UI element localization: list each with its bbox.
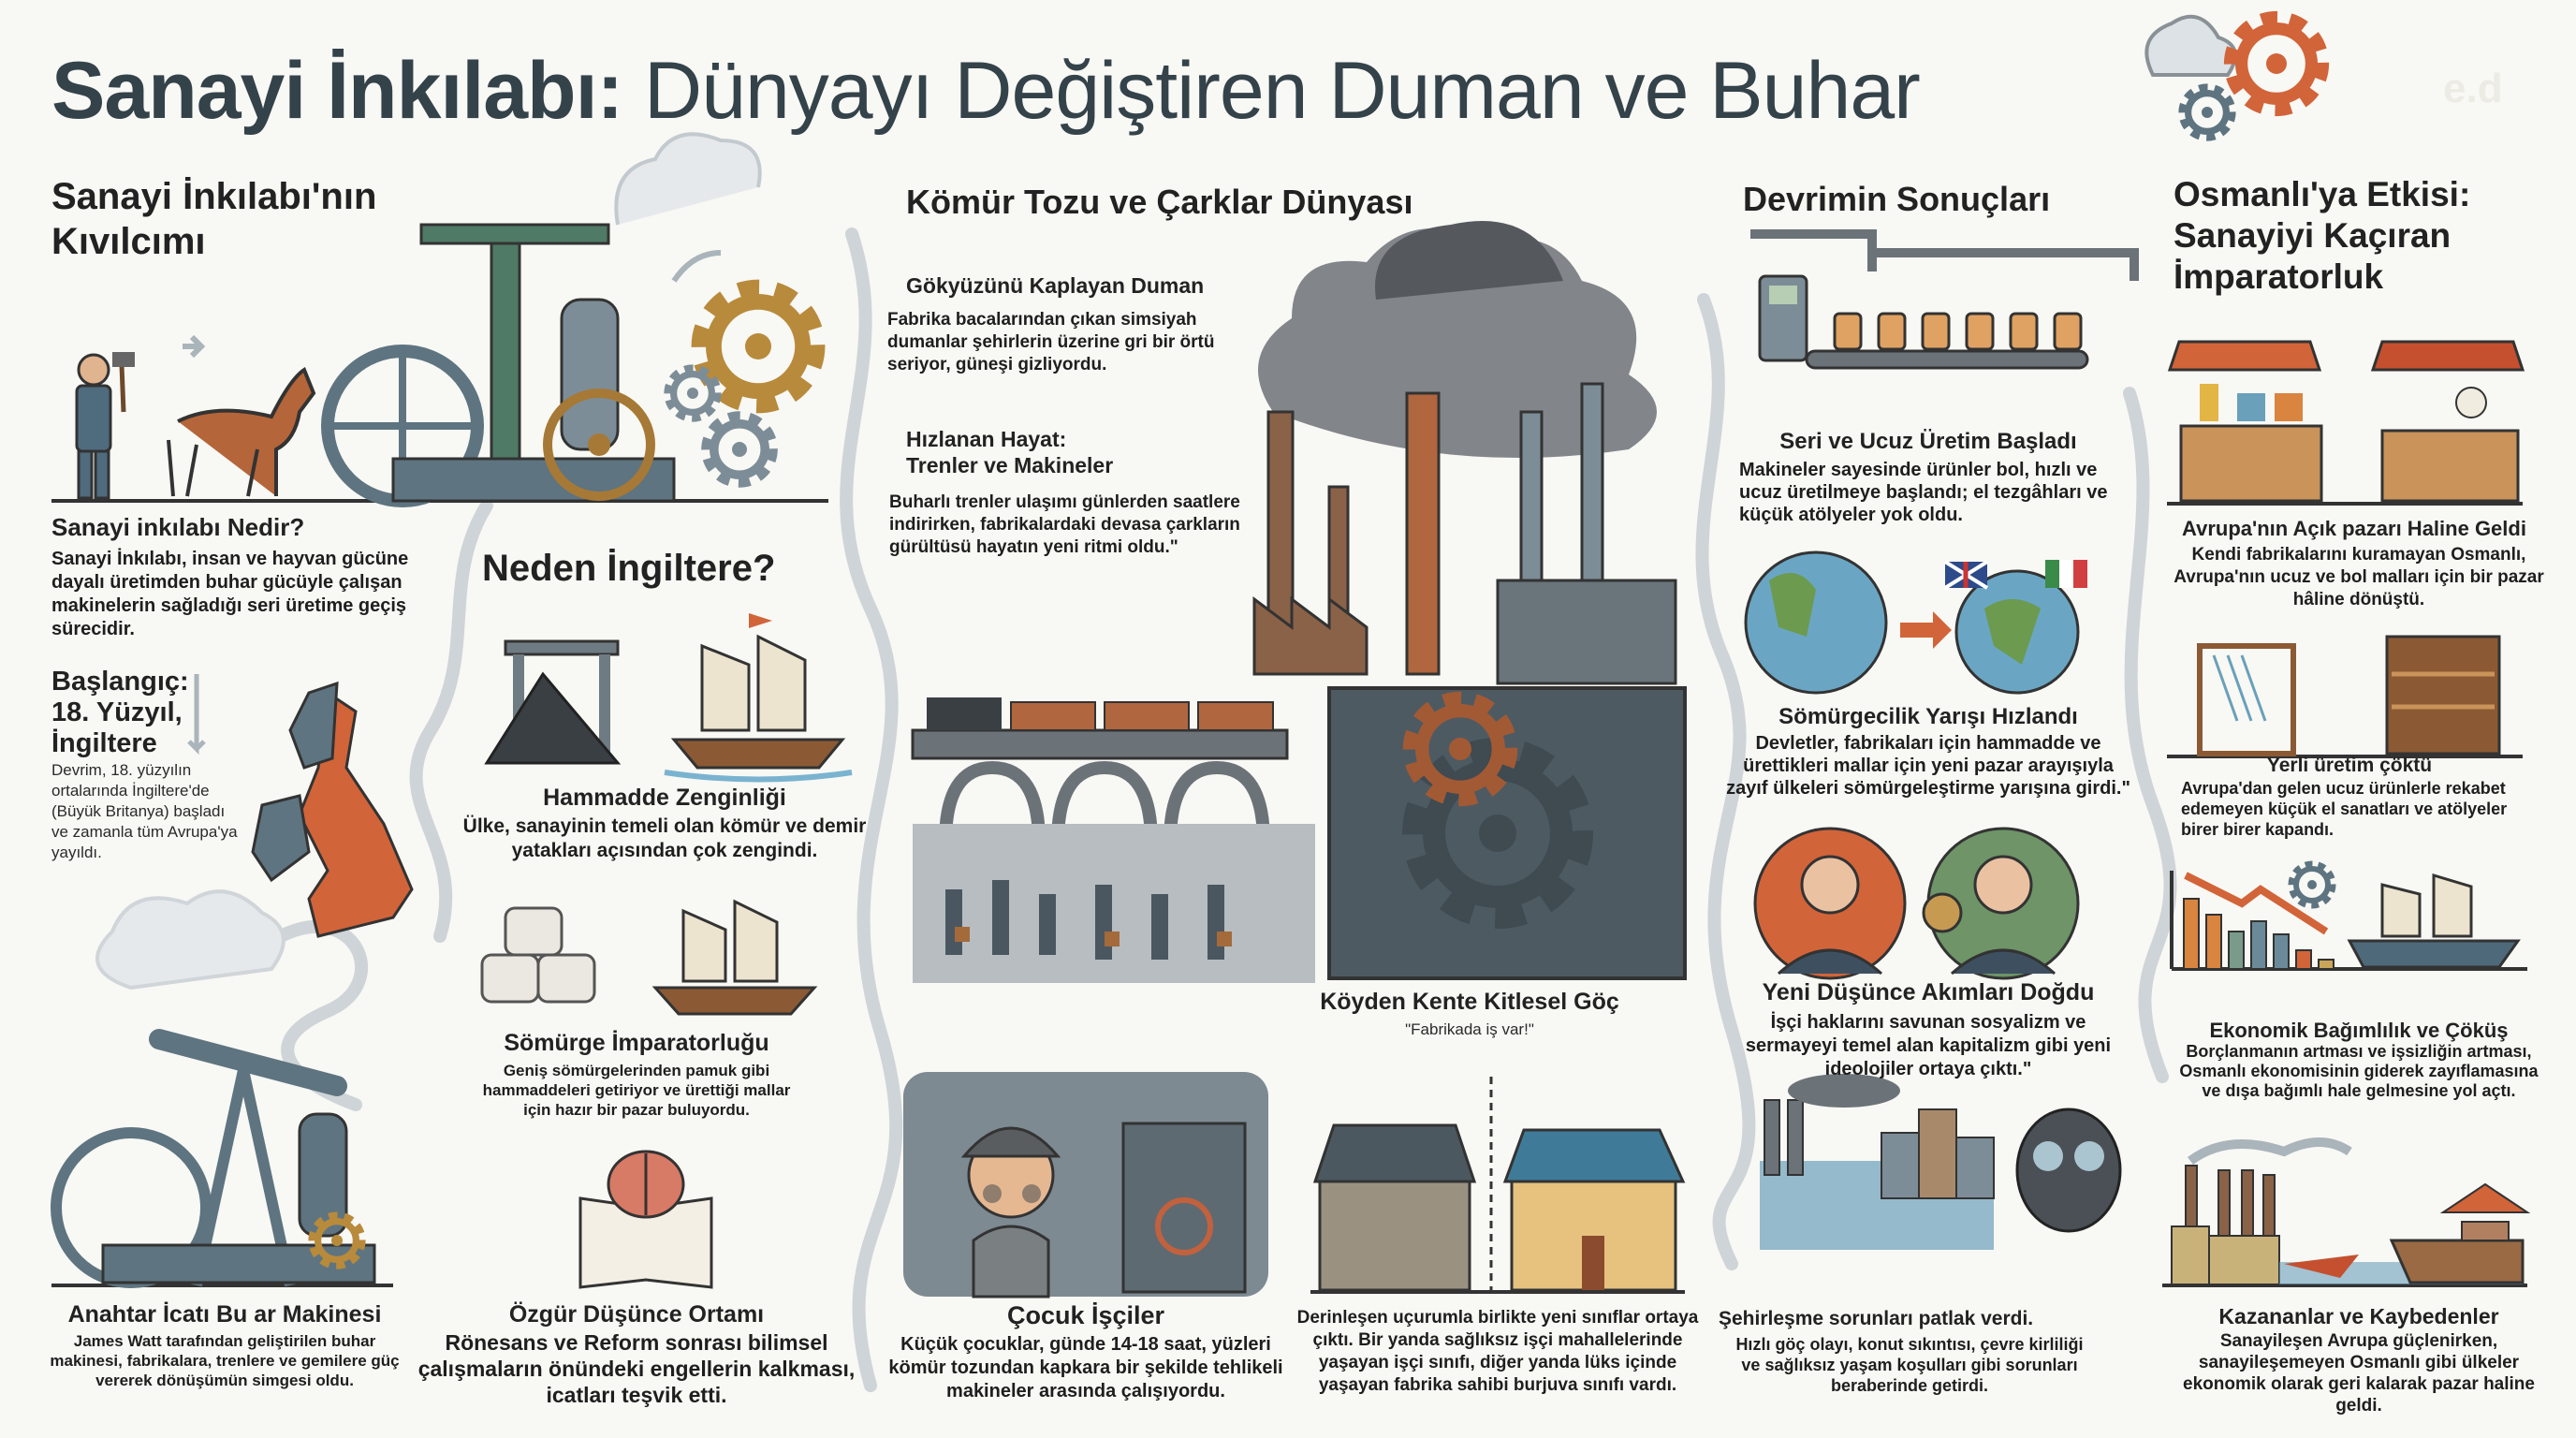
globes-colonialism-icon: [1744, 550, 2087, 695]
economic-dependency-title: Ekonomik Bağımlılık ve Çöküş: [2209, 1019, 2509, 1042]
uk-map-illustration: [187, 674, 414, 938]
smoke-title: Gökyüzünü Kaplayan Duman: [906, 273, 1205, 298]
page-title: Sanayi İnkılabı: Dünyayı Değiştiren Duma…: [51, 45, 1921, 138]
conveyor-belt-bottles-illustration: [1750, 229, 2139, 370]
colonial-race-body: Devletler, fabrikaları için hammadde ve …: [1726, 733, 2130, 799]
worker-house-vs-mansion-illustration: [1310, 1077, 1686, 1294]
col1-heading: Sanayi İnkılabı'nın Kıvılcımı: [51, 176, 377, 262]
economic-dependency-body: Borçlanmanın artması ve işsizliğin artma…: [2179, 1042, 2539, 1100]
start-title: Başlangıç: 18. Yüzyıl, İngiltere: [51, 667, 189, 758]
new-ideas-title: Yeni Düşünce Akımları Doğdu: [1762, 979, 2095, 1005]
watermark: e.d: [2443, 66, 2503, 111]
pollution-gas-mask-illustration: [1760, 1074, 2122, 1250]
industrial-port-illustration: [2162, 1137, 2531, 1287]
socialist-capitalist-portraits-icon: [1753, 827, 2080, 980]
col2-heading: Neden İngiltere?: [482, 548, 776, 589]
loom-empty-shelf-illustration: [2167, 635, 2523, 758]
urbanization-body: Hızlı göç olayı, konut sıkıntısı, çevre …: [1735, 1335, 2084, 1395]
local-production-title: Yerli üretim çöktü: [2266, 755, 2433, 776]
factory-train-migration-illustration: [911, 221, 1687, 983]
urbanization-title: Şehirleşme sorunları patlak verdi.: [1719, 1308, 2034, 1329]
market-stalls-illustration: [2167, 340, 2525, 506]
open-market-title: Avrupa'nın Açık pazarı Haline Geldi: [2182, 517, 2526, 540]
free-thought-body: Rönesans ve Reform sonrası bilimsel çalı…: [417, 1330, 856, 1407]
mass-production-body: Makineler sayesinde ürünler bol, hızlı v…: [1739, 460, 2108, 525]
fast-life-body: Buharlı trenler ulaşımı günlerden saatle…: [889, 492, 1240, 557]
brain-book-icon: [578, 1150, 713, 1289]
migration-quote: "Fabrikada iş var!": [1405, 1020, 1534, 1038]
header-gears-icon: [2144, 17, 2318, 135]
open-market-body: Kendi fabrikalarını kuramayan Osmanlı, A…: [2174, 545, 2544, 609]
col5-heading: Osmanlı'ya Etkisi: Sanayiyi Kaçıran İmpa…: [2174, 175, 2471, 296]
what-is-title: Sanayi inkılabı Nedir?: [51, 513, 305, 541]
what-is-body: Sanayi İnkılabı, insan ve hayvan gücüne …: [51, 549, 409, 639]
mass-production-title: Seri ve Ucuz Üretim Başladı: [1779, 429, 2077, 454]
col3-heading: Kömür Tozu ve Çarklar Dünyası: [906, 183, 1413, 221]
new-ideas-body: İşçi haklarını savunan sosyalizm ve serm…: [1745, 1012, 2112, 1079]
raw-materials-body: Ülke, sanayinin temeli olan kömür ve dem…: [462, 815, 867, 861]
sailing-ship-icon-2: [651, 899, 818, 1016]
child-worker-illustration: [903, 1072, 1268, 1299]
raw-materials-title: Hammadde Zenginliği: [543, 785, 786, 811]
col4-heading: Devrimin Sonuçları: [1743, 180, 2051, 218]
cotton-bales-icon: [480, 906, 596, 1004]
child-labor-title: Çocuk İşçiler: [1006, 1301, 1165, 1329]
watt-steam-engine-illustration: [51, 889, 393, 1288]
winners-losers-title: Kazananlar ve Kaybedenler: [2218, 1304, 2499, 1328]
page-title-bold: Sanayi İnkılabı:: [51, 46, 623, 136]
colonial-empire-title: Sömürge İmparatorluğu: [504, 1030, 769, 1056]
fast-life-title: Hızlanan Hayat: Trenler ve Makineler: [906, 427, 1114, 477]
colonial-race-title: Sömürgecilik Yarışı Hızlandı: [1778, 704, 2078, 729]
declining-bar-chart-ship-illustration: [2170, 866, 2527, 971]
start-body: Devrim, 18. yüzyılın ortalarında İngilte…: [51, 761, 238, 861]
page-title-light: Dünyayı Değiştiren Duman ve Buhar: [622, 46, 1921, 136]
sailing-ship-icon: [664, 613, 853, 783]
local-production-body: Avrupa'dan gelen ucuz ürünlerle rekabet …: [2181, 779, 2508, 839]
child-labor-body: Küçük çocuklar, günde 14-18 saat, yüzler…: [888, 1334, 1283, 1401]
colonial-empire-body: Geniş sömürgelerinden pamuk gibi hammadd…: [482, 1062, 791, 1119]
smoke-wisps: [274, 227, 2177, 1392]
social-classes-body: Derinleşen uçurumla birlikte yeni sınıfl…: [1296, 1308, 1699, 1395]
coal-mine-icon: [484, 639, 622, 765]
winners-losers-body: Sanayileşen Avrupa güçlenirken, sanayile…: [2183, 1331, 2535, 1416]
key-invention-title: Anahtar İcatı Bu ar Makinesi: [67, 1301, 382, 1328]
worker-horse-steam-engine-illustration: [51, 132, 828, 507]
smoke-body: Fabrika bacalarından çıkan simsiyah duma…: [887, 310, 1215, 374]
migration-title: Köyden Kente Kitlesel Göç: [1320, 989, 1619, 1015]
key-invention-body: James Watt tarafından geliştirilen buhar…: [50, 1332, 400, 1389]
free-thought-title: Özgür Düşünce Ortamı: [508, 1301, 765, 1328]
